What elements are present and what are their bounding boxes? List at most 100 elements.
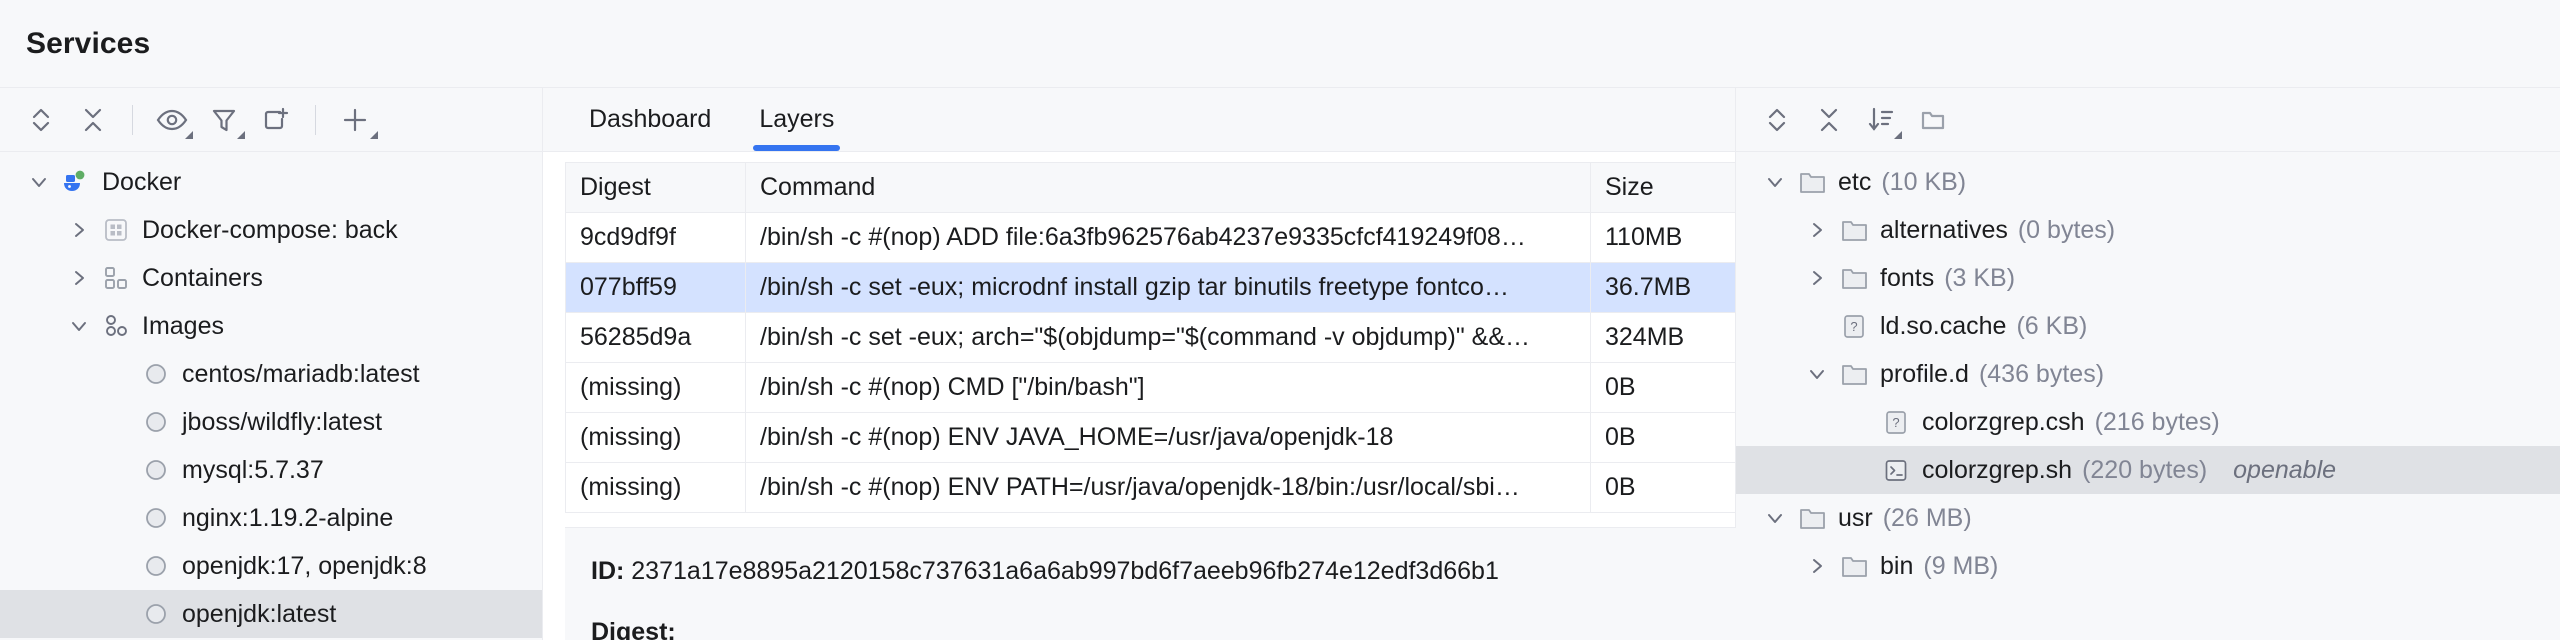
- detail-id-label: ID:: [591, 557, 625, 585]
- cell-digest: 9cd9df9f: [565, 212, 746, 263]
- sidebar-item-containers[interactable]: Containers: [0, 254, 542, 302]
- file-name: profile.d: [1880, 359, 1969, 388]
- folder-icon: [1834, 554, 1874, 579]
- table-row[interactable]: (missing)/bin/sh -c #(nop) ENV JAVA_HOME…: [565, 412, 1735, 463]
- table-row[interactable]: (missing)/bin/sh -c #(nop) ENV PATH=/usr…: [565, 462, 1735, 513]
- sidebar-item-images[interactable]: Images: [0, 302, 542, 350]
- cell-size: 0B: [1590, 462, 1735, 513]
- file-name: alternatives: [1880, 215, 2008, 244]
- file-tree-row[interactable]: colorzgrep.sh(220 bytes)openable: [1736, 446, 2560, 494]
- containers-icon: [96, 265, 136, 291]
- compose-grid-icon: [96, 217, 136, 243]
- table-row[interactable]: (missing)/bin/sh -c #(nop) CMD ["/bin/ba…: [565, 362, 1735, 413]
- detail-id-value: 2371a17e8895a2120158c737631a6a6ab997bd6f…: [631, 557, 1499, 585]
- chevron-right-icon[interactable]: [62, 267, 96, 289]
- circle-icon: [136, 505, 176, 531]
- chevron-down-icon[interactable]: [1800, 363, 1834, 385]
- folder-icon: [1834, 362, 1874, 387]
- collapse-all-icon[interactable]: [70, 97, 116, 143]
- cell-size: 110MB: [1590, 212, 1735, 263]
- chevron-right-icon[interactable]: [62, 219, 96, 241]
- file-tree-row[interactable]: alternatives(0 bytes): [1736, 206, 2560, 254]
- file-size: (436 bytes): [1978, 359, 2105, 388]
- tab-label: Layers: [759, 105, 835, 133]
- file-tree-row[interactable]: ?ld.so.cache(6 KB): [1736, 302, 2560, 350]
- chevron-down-icon[interactable]: [22, 171, 56, 193]
- cell-command: /bin/sh -c #(nop) ENV JAVA_HOME=/usr/jav…: [745, 412, 1591, 463]
- sidebar-item-openjdk-17-openjdk-8[interactable]: openjdk:17, openjdk:8: [0, 542, 542, 590]
- file-size: (220 bytes): [2082, 455, 2208, 484]
- sidebar-item-mysql-5-7-37[interactable]: mysql:5.7.37: [0, 446, 542, 494]
- tab-bar[interactable]: Dashboard Layers: [543, 88, 1735, 152]
- file-name: colorzgrep.csh: [1922, 407, 2085, 436]
- chevron-right-icon[interactable]: [1800, 219, 1834, 241]
- plus-icon[interactable]: [332, 97, 378, 143]
- file-size: (10 KB): [1881, 167, 1967, 196]
- chevron-right-icon[interactable]: [1800, 267, 1834, 289]
- eye-icon[interactable]: [149, 97, 195, 143]
- folder-icon[interactable]: [1910, 97, 1956, 143]
- sidebar-item-docker[interactable]: Docker: [0, 158, 542, 206]
- sidebar-item-jboss-wildfly-latest[interactable]: jboss/wildfly:latest: [0, 398, 542, 446]
- file-tree-row[interactable]: bin(9 MB): [1736, 542, 2560, 590]
- sidebar-item-openjdk-latest[interactable]: openjdk:latest: [0, 590, 542, 638]
- cell-command: /bin/sh -c #(nop) CMD ["/bin/bash"]: [745, 362, 1591, 413]
- toolbar-divider: [132, 104, 133, 135]
- filter-icon[interactable]: [201, 97, 247, 143]
- cell-command: /bin/sh -c set -eux; microdnf install gz…: [745, 262, 1591, 313]
- add-tab-icon[interactable]: [253, 97, 299, 143]
- chevron-down-icon[interactable]: [1758, 171, 1792, 193]
- column-header-command[interactable]: Command: [745, 162, 1591, 213]
- sidebar-item-centos-mariadb-latest[interactable]: centos/mariadb:latest: [0, 350, 542, 398]
- sort-icon[interactable]: [1858, 97, 1904, 143]
- circle-icon: [136, 601, 176, 627]
- sidebar-item-label: mysql:5.7.37: [182, 455, 324, 484]
- column-header-size[interactable]: Size: [1590, 162, 1735, 213]
- file-tree-row[interactable]: etc (10 KB): [1736, 158, 2560, 206]
- cell-digest: 077bff59: [565, 262, 746, 313]
- collapse-all-icon[interactable]: [1806, 97, 1852, 143]
- chevron-down-icon[interactable]: [62, 315, 96, 337]
- cell-command: /bin/sh -c #(nop) ENV PATH=/usr/java/ope…: [745, 462, 1591, 513]
- table-row[interactable]: 9cd9df9f/bin/sh -c #(nop) ADD file:6a3fb…: [565, 212, 1735, 263]
- files-toolbar: [1736, 88, 2560, 152]
- detail-id-line: ID: 2371a17e8895a2120158c737631a6a6ab997…: [591, 550, 1722, 593]
- file-name: etc: [1838, 167, 1872, 196]
- chevron-down-icon[interactable]: [1758, 507, 1792, 529]
- circle-icon: [136, 553, 176, 579]
- tab-dashboard[interactable]: Dashboard: [565, 88, 735, 151]
- file-tree-row[interactable]: fonts(3 KB): [1736, 254, 2560, 302]
- table-row[interactable]: 56285d9a/bin/sh -c set -eux; arch="$(obj…: [565, 312, 1735, 363]
- tab-layers[interactable]: Layers: [735, 88, 858, 151]
- table-row[interactable]: 077bff59/bin/sh -c set -eux; microdnf in…: [565, 262, 1735, 313]
- sidebar-item-nginx-1-19-2-alpine[interactable]: nginx:1.19.2-alpine: [0, 494, 542, 542]
- chevron-right-icon[interactable]: [1800, 555, 1834, 577]
- detail-digest-block: Digest: sha256:077bff59ce5723e3c7d78bdf4…: [591, 611, 1722, 640]
- unknown-file-icon: ?: [1876, 410, 1916, 435]
- file-name: usr: [1838, 503, 1873, 532]
- expand-all-icon[interactable]: [1754, 97, 1800, 143]
- sidebar-item-docker-compose-back[interactable]: Docker-compose: back: [0, 206, 542, 254]
- file-tree-row[interactable]: profile.d (436 bytes): [1736, 350, 2560, 398]
- image-file-tree[interactable]: etc (10 KB) alternatives(0 bytes)fonts(3 K…: [1736, 152, 2560, 640]
- file-tree-row[interactable]: ? colorzgrep.csh (216 bytes): [1736, 398, 2560, 446]
- cell-digest: (missing): [565, 412, 746, 463]
- file-name: colorzgrep.sh: [1922, 455, 2073, 484]
- file-tree-row[interactable]: usr (26 MB): [1736, 494, 2560, 542]
- svg-text:?: ?: [1892, 415, 1899, 430]
- image-files-pane: etc (10 KB) alternatives(0 bytes)fonts(3 K…: [1736, 88, 2560, 640]
- file-size: (26 MB): [1882, 503, 1972, 532]
- expand-all-icon[interactable]: [18, 97, 64, 143]
- sidebar-item-label: Images: [142, 311, 224, 340]
- column-header-digest[interactable]: Digest: [565, 162, 746, 213]
- sidebar-item-label: Docker: [102, 167, 182, 196]
- svg-text:?: ?: [1850, 319, 1857, 334]
- file-size: (216 bytes): [2094, 407, 2220, 436]
